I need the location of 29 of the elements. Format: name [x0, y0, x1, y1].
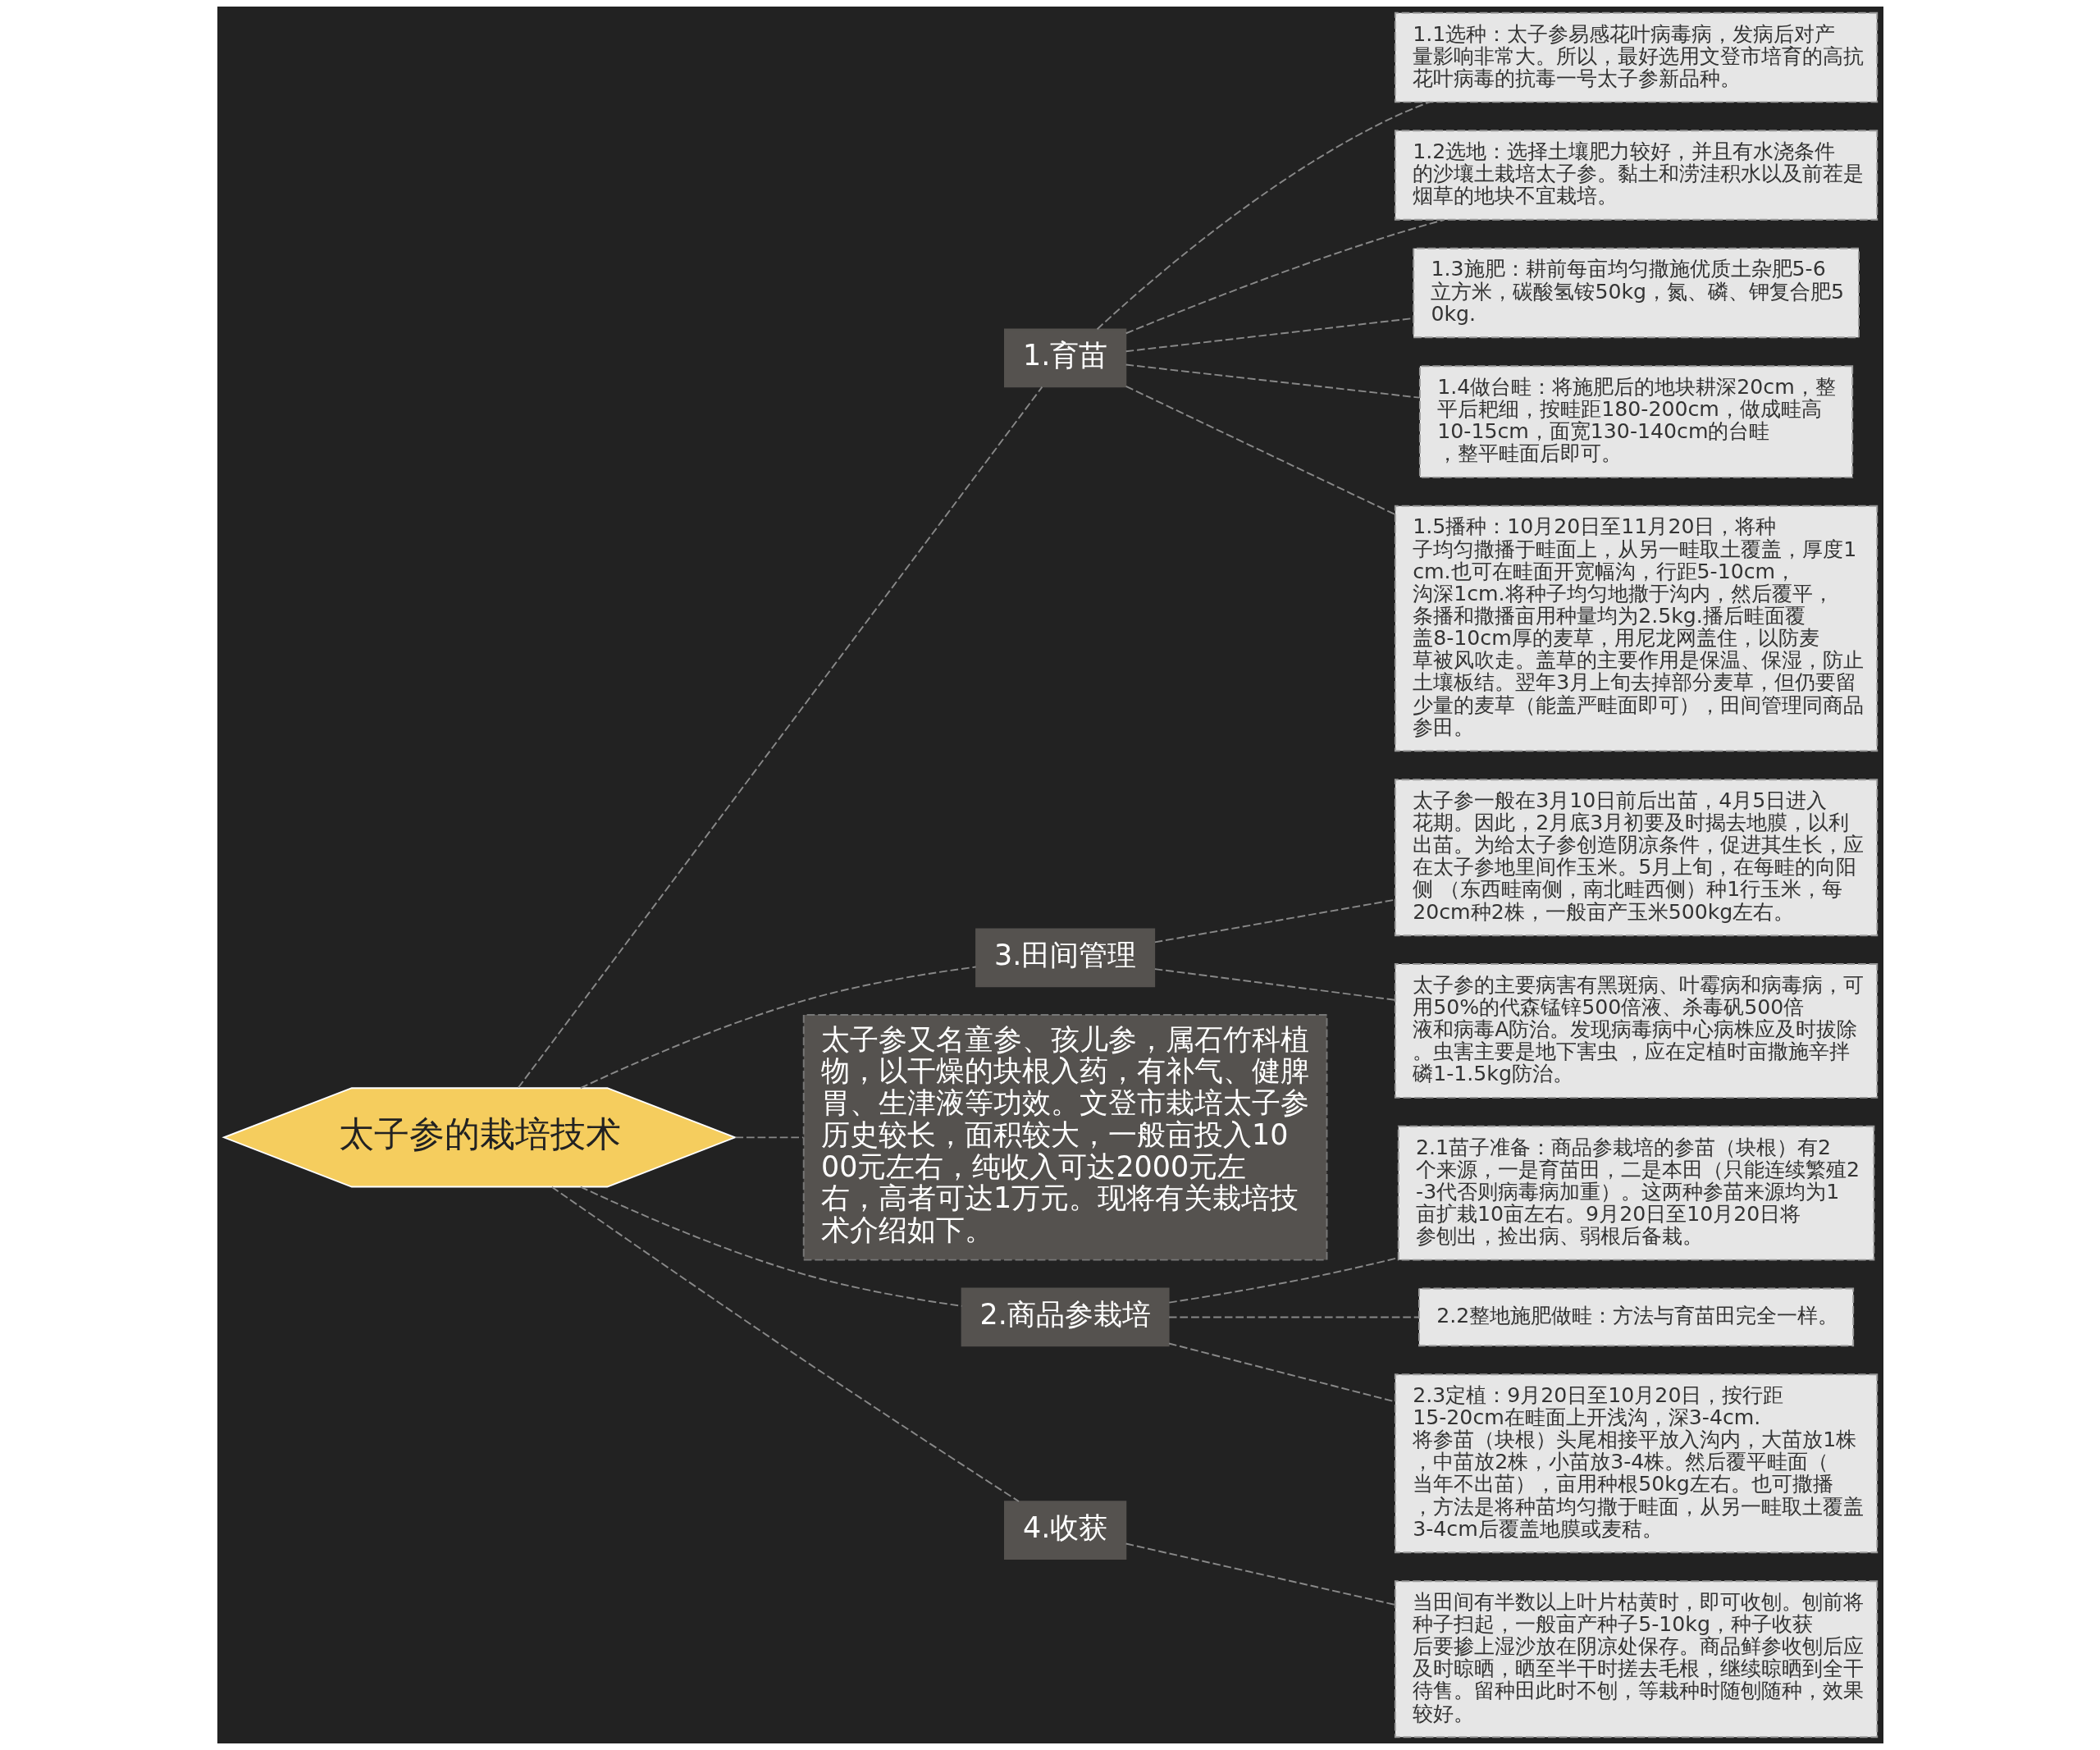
connector [579, 1186, 962, 1307]
node-box: 1.4做台畦：将施肥后的地块耕深20cm，整平后耙细，按畦距180-200cm，做成畦高10-15cm，面宽130-140cm的台畦，整平畦面后即可。 [1418, 365, 1853, 478]
connector [1125, 363, 1420, 399]
node-box: 1.2选地：选择土壤肥力较好，并且有水浇条件的沙壤土栽培太子参。黏土和涝洼积水以及前茬是烟草的地块不宜栽培。 [1394, 130, 1878, 221]
connector [734, 1136, 804, 1139]
node-box: 1.5播种：10月20日至11月20日，将种子均匀撒播于畦面上，从另一畦取土覆盖，厚度1cm.也可在畦面开宽幅沟，行距5-10cm，沟深1cm.将种子均匀地撒于沟内，然后覆平，条播和撒播亩用种量均为2.5kg.播后畦面覆盖8-10cm厚的麦草，用尼龙网盖住，以防麦草被风吹走。盖草的主要作用是保温、保湿，防止土壤板结。翌年3月上旬去掉部分麦草，但仍要留少量的麦草（能盖严畦面即可），田间管理同商品参田。 [1394, 505, 1878, 752]
connector [1153, 898, 1395, 944]
connector [1096, 101, 1431, 331]
node-box: 当田间有半数以上叶片枯黄时，即可收刨。刨前将种子扫起，一般亩产种子5-10kg，种子收获后要掺上湿沙放在阴凉处保存。商品鲜参收刨后应及时晾晒，晒至半干时搓去毛根，继续晾晒到全干待售。留种田此时不刨，等栽种时随刨随种，效果较好。 [1394, 1580, 1878, 1739]
node-box: 1.1选种：太子参易感花叶病毒病，发病后对产量影响非常大。所以，最好选用文登市培育的高抗花叶病毒的抗毒一号太子参新品种。 [1394, 11, 1878, 103]
node-box: 1.3施肥：耕前每亩均匀撒施优质土杂肥5-6立方米，碳酸氢铵50kg，氮、磷、钾复合肥50kg. [1412, 247, 1860, 339]
node-box: 3.田间管理 [975, 928, 1155, 988]
connector [1125, 1542, 1396, 1606]
connector [1125, 385, 1396, 516]
node-box: 太子参的主要病害有黑斑病、叶霉病和病毒病，可用50%的代森锰锌500倍液、杀毒矾500倍液和病毒A防治。发现病毒病中心病株应及时拔除。虫害主要是地下害虫 ，应在定植时亩撒施辛拌磷1-1.5kg防治。 [1394, 963, 1878, 1099]
node-box: 2.商品参栽培 [961, 1287, 1170, 1347]
node-box: 2.2整地施肥做畦：方法与育苗田完全一样。 [1418, 1287, 1854, 1347]
node-box: 4.收获 [1003, 1501, 1126, 1560]
node-box: 2.3定植：9月20日至10月20日，按行距15-20cm在畦面上开浅沟，深3-4cm.将参苗（块根）头尾相接平放入沟内，大苗放1株，中苗放2株，小苗放3-4株。然后覆平畦面（当年不出苗），亩用种根50kg左右。也可撒播，方法是将种苗均匀撒于畦面，从另一畦取土覆盖3-4cm后覆盖地膜或麦秸。 [1394, 1373, 1878, 1554]
connector [550, 1186, 1020, 1502]
node-box: 1.育苗 [1003, 328, 1126, 388]
node-box: 太子参一般在3月10日前后出苗，4月5日进入花期。因此，2月底3月初要及时揭去地膜，以利出苗。为给太子参创造阴凉条件，促进其生长，应在太子参地里间作玉米。5月上旬，在每畦的向阳侧 （东西畦南侧，南北畦西侧）种1行玉米，每20cm种2株，一般亩产玉米500kg左右。 [1394, 779, 1878, 937]
connector [1167, 1316, 1419, 1318]
node-box: 太子参又名童参、孩儿参，属石竹科植物，以干燥的块根入药，有补气、健脾胃、生津液等功效。文登市栽培太子参历史较长，面积较大，一般亩投入1000元左右，纯收入可达2000元左右，高者可达1万元。现将有关栽培技术介绍如下。 [802, 1014, 1327, 1261]
node-box: 2.1苗子准备：商品参栽培的参苗（块根）有2个来源，一是育苗田，二是本田（只能连续繁殖2-3代否则病毒病加重）。这两种参苗来源均为1亩扩栽10亩左右。9月20日至10月20日将参刨出，捡出病、弱根后备栽。 [1397, 1125, 1874, 1261]
connector [1153, 968, 1395, 1001]
connector [579, 966, 977, 1090]
connector [1125, 219, 1445, 335]
connector [517, 386, 1043, 1089]
